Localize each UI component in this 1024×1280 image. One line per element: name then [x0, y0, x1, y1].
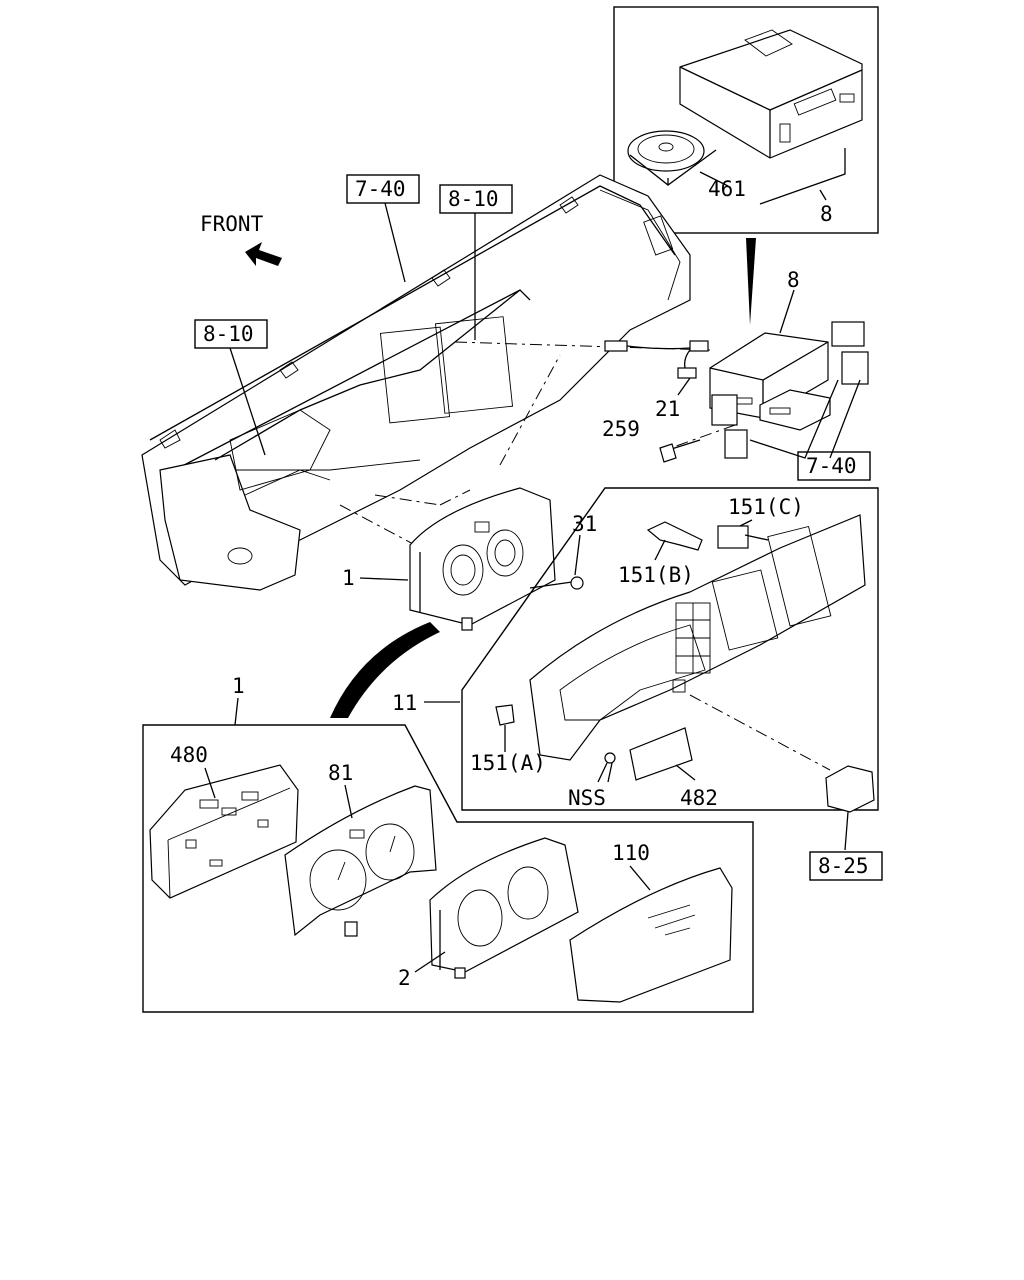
harness-21 — [604, 340, 709, 396]
label-110: 110 — [612, 841, 650, 865]
label-480: 480 — [170, 743, 208, 767]
label-81: 81 — [328, 761, 353, 785]
plate-482 — [629, 727, 696, 781]
label-151b: 151(B) — [618, 563, 694, 587]
front-arrow-icon — [245, 242, 282, 266]
switch-8-25 — [825, 765, 875, 851]
ref-box-8-25[interactable] — [809, 851, 883, 881]
ref-box-7-40-top[interactable] — [346, 174, 420, 204]
ref-8-10-left[interactable]: 8-10 — [203, 322, 254, 346]
clip-151a — [495, 704, 515, 752]
ref-8-25[interactable]: 8-25 — [818, 854, 869, 878]
dashboard-panel — [141, 174, 691, 591]
meter-assembly-1 — [409, 487, 556, 631]
circuit-board-480 — [149, 764, 299, 899]
label-nss: NSS — [568, 786, 606, 810]
label-259: 259 — [602, 417, 640, 441]
label-151a: 151(A) — [470, 751, 546, 775]
audio-unit-8 — [709, 289, 869, 459]
label-8-inset: 8 — [820, 202, 833, 226]
label-8: 8 — [787, 268, 800, 292]
ref-7-40-right[interactable]: 7-40 — [806, 454, 857, 478]
pointer-audio — [746, 238, 756, 325]
screw-259 — [659, 439, 701, 463]
label-21: 21 — [655, 397, 680, 421]
screw-31 — [529, 534, 584, 590]
label-151c: 151(C) — [728, 495, 804, 519]
ref-box-8-10-top[interactable] — [439, 184, 513, 214]
label-461: 461 — [708, 177, 746, 201]
plate-151c — [717, 519, 753, 549]
ref-8-10-top[interactable]: 8-10 — [448, 187, 499, 211]
lens-110 — [569, 867, 733, 1003]
meter-detail-box — [142, 724, 754, 1013]
clip-151b — [646, 521, 703, 561]
ref-7-40-top[interactable]: 7-40 — [355, 177, 406, 201]
label-482: 482 — [680, 786, 718, 810]
screw-nss — [597, 752, 616, 783]
cluster-bezel-11 — [529, 514, 866, 761]
label-1-detail: 1 — [232, 674, 245, 698]
audio-inset — [613, 6, 879, 234]
meter-case-2 — [429, 837, 579, 979]
ref-box-7-40-right[interactable] — [797, 451, 871, 481]
ref-box-8-10-left[interactable] — [194, 319, 268, 349]
label-2: 2 — [398, 966, 411, 990]
label-11: 11 — [392, 691, 417, 715]
front-label: FRONT — [200, 212, 264, 236]
dial-face-81 — [284, 785, 437, 937]
label-1: 1 — [342, 566, 355, 590]
bezel-detail-box — [461, 487, 879, 811]
pointer-meter — [330, 622, 440, 718]
